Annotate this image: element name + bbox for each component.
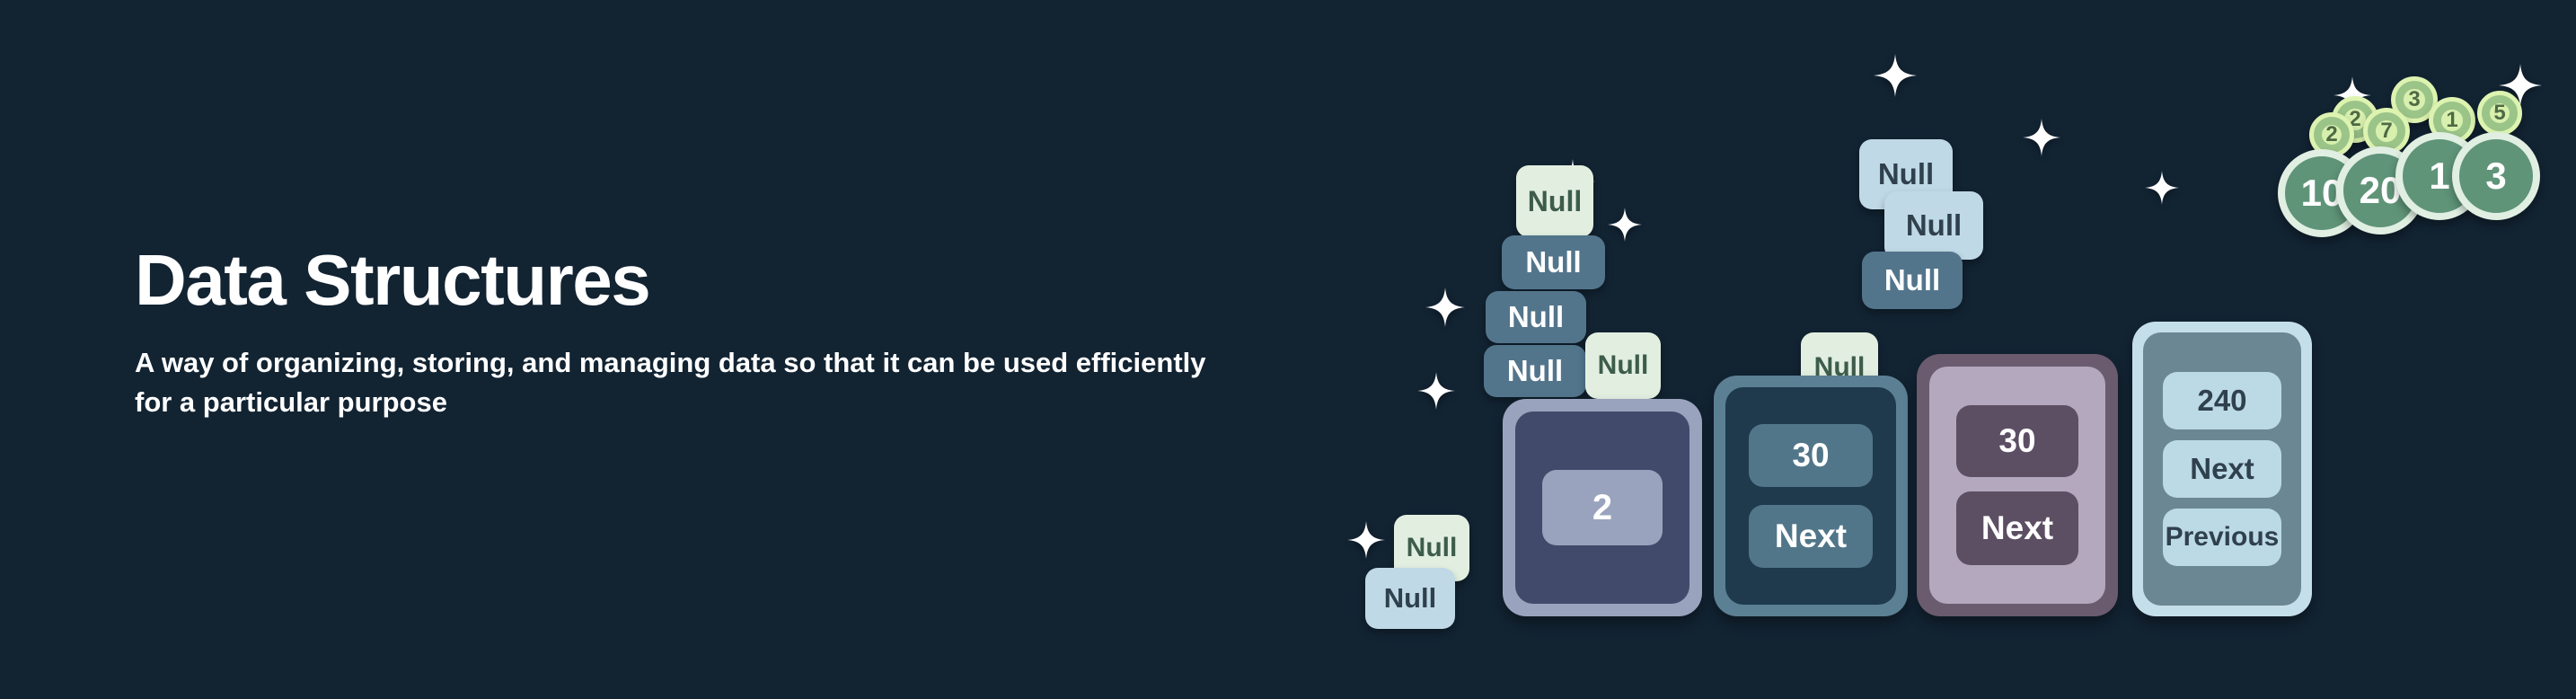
node-cell: 30 <box>1956 405 2078 477</box>
node-cell-label: Next <box>2190 452 2254 485</box>
node-cell: Next <box>2163 440 2281 498</box>
value-circle-label: 5 <box>2493 101 2506 125</box>
null-chip: Null <box>1862 252 1963 309</box>
null-chip: Null <box>1516 165 1593 237</box>
value-circle-inner: 3 <box>2404 87 2425 111</box>
value-circle-label: 3 <box>2485 155 2507 197</box>
text-block: Data Structures A way of organizing, sto… <box>135 244 1257 422</box>
value-circle-inner: 5 <box>2489 101 2510 125</box>
value-circle-big: 3 <box>2452 132 2540 220</box>
null-chip: Null <box>1484 345 1586 397</box>
null-chip-label: Null <box>1506 354 1564 387</box>
value-circle-label: 10 <box>2300 172 2343 214</box>
value-circle-label: 7 <box>2380 119 2393 143</box>
node-cell-label: 240 <box>2197 384 2247 417</box>
node-cell: Next <box>1749 505 1873 568</box>
node-cell: Previous <box>2163 509 2281 566</box>
value-circle-small: 5 <box>2477 91 2522 136</box>
array-node: 2 <box>1503 399 1702 616</box>
node-cell-label: Next <box>1981 509 2054 546</box>
value-circle-label: 20 <box>2359 169 2402 211</box>
null-chip-label: Null <box>1883 263 1941 296</box>
node-cell-label: 30 <box>1998 422 2036 459</box>
node-cell-label: Previous <box>2165 522 2280 552</box>
null-chip-label: Null <box>1383 582 1437 614</box>
node-cell: Next <box>1956 491 2078 565</box>
null-chip: Null <box>1365 568 1455 629</box>
null-chip: Null <box>1502 235 1605 289</box>
node-cell: 2 <box>1542 470 1663 545</box>
node-cell-label: 30 <box>1792 437 1830 473</box>
node-cell-label: Next <box>1774 518 1848 554</box>
node-cell: 30 <box>1749 424 1873 487</box>
node-cell: 240 <box>2163 372 2281 429</box>
null-chip: Null <box>1486 291 1586 343</box>
node-inner-frame: 2 <box>1515 411 1689 604</box>
value-circle-small: 1 <box>2429 97 2475 144</box>
null-chip-label: Null <box>1597 350 1649 380</box>
value-circle-label: 3 <box>2408 87 2421 111</box>
null-chip: Null <box>1585 332 1661 399</box>
null-chip: Null <box>1394 515 1469 581</box>
value-circle-inner: 7 <box>2376 119 2397 143</box>
page-title: Data Structures <box>135 240 651 320</box>
null-chip-label: Null <box>1877 157 1935 190</box>
null-chip-label: Null <box>1507 300 1565 333</box>
null-chip-label: Null <box>1525 245 1582 279</box>
value-circle-label: 1 <box>2446 108 2458 132</box>
value-circle-inner: 1 <box>2441 108 2463 132</box>
node-cell-label: 2 <box>1592 487 1613 527</box>
value-circle-label: 1 <box>2429 155 2450 197</box>
null-chip: Null <box>1884 191 1983 260</box>
null-chip-label: Null <box>1905 208 1963 242</box>
null-chip-label: Null <box>1527 184 1583 217</box>
value-circle-label: 2 <box>2325 122 2338 146</box>
value-circle-inner: 2 <box>2321 122 2342 146</box>
null-chip-label: Null <box>1406 533 1458 562</box>
page-subtitle: A way of organizing, storing, and managi… <box>135 347 1206 419</box>
